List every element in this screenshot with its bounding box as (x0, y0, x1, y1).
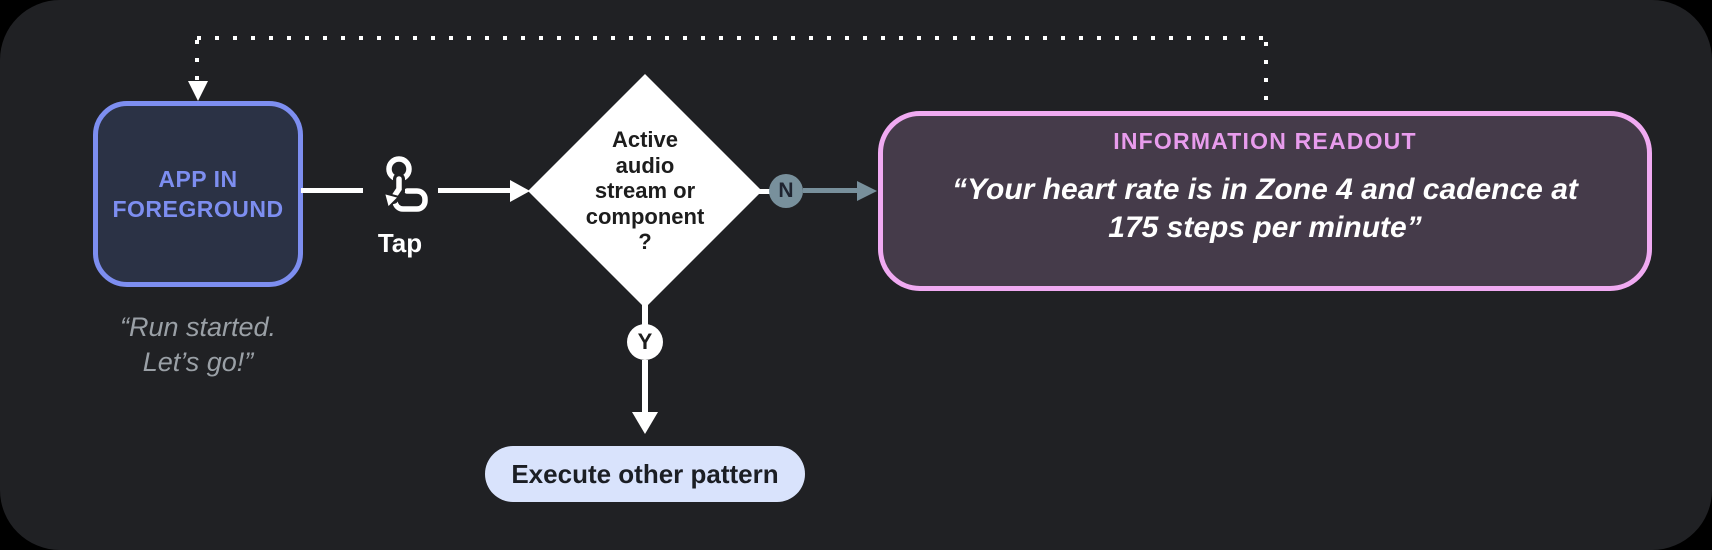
decision-label: Active audio stream or component ? (585, 127, 705, 255)
feedback-dotted-line-horizontal (197, 36, 1267, 40)
branch-yes-badge: Y (627, 324, 663, 360)
feedback-dotted-line-right (1264, 42, 1268, 111)
readout-title: INFORMATION READOUT (1113, 128, 1417, 154)
connector-tap-to-decision (438, 188, 512, 193)
feedback-dotted-line-left (195, 40, 199, 82)
branch-no-badge: N (769, 174, 803, 208)
connector-y-to-execute (642, 360, 648, 414)
app-node-label: APP IN FOREGROUND (112, 166, 284, 222)
tap-label: Tap (377, 228, 423, 258)
app-in-foreground-node: APP IN FOREGROUND (93, 101, 303, 287)
connector-decision-to-n (756, 189, 774, 194)
information-readout-node: INFORMATION READOUT “Your heart rate is … (878, 111, 1652, 291)
execute-other-pattern-node: Execute other pattern (485, 446, 805, 502)
readout-quote: “Your heart rate is in Zone 4 and cadenc… (952, 173, 1578, 244)
tap-gesture-icon (382, 156, 428, 212)
branch-yes-label: Y (637, 329, 653, 354)
connector-n-to-readout (803, 188, 859, 193)
feedback-arrowhead-icon (188, 81, 208, 101)
connector-app-to-tap (301, 188, 363, 193)
arrowhead-into-decision-icon (510, 180, 530, 202)
execute-node-label: Execute other pattern (511, 458, 779, 489)
branch-no-label: N (778, 179, 794, 202)
connector-decision-to-y (642, 305, 648, 327)
app-node-caption: “Run started. Let’s go!” (119, 312, 277, 377)
arrowhead-into-execute-icon (632, 412, 658, 434)
arrowhead-into-readout-icon (857, 181, 877, 201)
decision-diamond (528, 74, 762, 308)
